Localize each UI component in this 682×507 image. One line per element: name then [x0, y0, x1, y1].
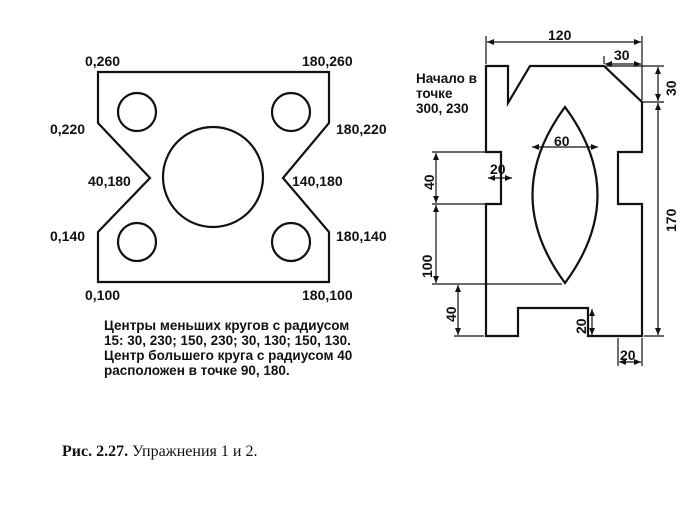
dim-170: 170	[663, 208, 679, 232]
small-hole-bottom-left	[116, 221, 158, 263]
corner-label-180-260: 180,260	[302, 53, 353, 69]
large-hole-center	[161, 125, 265, 229]
start-line-3: 300, 230	[416, 101, 469, 116]
start-point-label: Начало в точке 300, 230	[416, 71, 496, 116]
corner-label-0-140: 0,140	[50, 228, 85, 244]
dim-30-side: 30	[663, 80, 679, 96]
dim-60: 60	[554, 133, 570, 149]
corner-label-140-180: 140,180	[292, 173, 343, 189]
start-line-1: Начало в	[416, 71, 477, 86]
lens-cutout	[531, 105, 599, 285]
corner-label-40-180: 40,180	[88, 173, 131, 189]
dim-30-top: 30	[614, 47, 630, 63]
profile-outline	[484, 64, 644, 338]
dim-40-slot: 40	[421, 174, 437, 190]
dim-20-slot: 20	[490, 161, 506, 177]
small-hole-top-right	[270, 91, 312, 133]
corner-label-0-100: 0,100	[85, 287, 120, 303]
caption-number: Рис. 2.27.	[62, 443, 129, 460]
small-hole-top-left	[116, 91, 158, 133]
corner-label-180-100: 180,100	[302, 287, 353, 303]
dim-40-bottom: 40	[443, 306, 459, 322]
corner-label-0-260: 0,260	[85, 53, 120, 69]
caption-text: Упражнения 1 и 2.	[132, 443, 258, 460]
dim-20-bottom: 20	[620, 347, 636, 363]
start-line-2: точке	[416, 86, 453, 101]
figure-2-profile: 120 30 30 60 20 40 170 100 40	[419, 27, 679, 366]
figure-caption: Рис. 2.27. Упражнения 1 и 2.	[62, 443, 257, 461]
dim-100: 100	[419, 254, 435, 278]
corner-label-0-220: 0,220	[50, 121, 85, 137]
dim-120: 120	[548, 27, 572, 43]
corner-label-180-220: 180,220	[336, 121, 387, 137]
figure-1-notes: Центры меньших кругов с радиусом 15: 30,…	[104, 318, 366, 378]
note-large-circle: Центр большего круга с радиусом 40 распо…	[104, 348, 353, 378]
corner-label-180-140: 180,140	[336, 228, 387, 244]
small-hole-bottom-right	[270, 221, 312, 263]
dim-20-notch: 20	[573, 318, 589, 334]
figure-1-plate: 0,260 180,260 0,220 180,220 40,180 140,1…	[50, 53, 387, 303]
plate-outline	[96, 70, 331, 284]
note-small-circles: Центры меньших кругов с радиусом 15: 30,…	[104, 318, 351, 348]
